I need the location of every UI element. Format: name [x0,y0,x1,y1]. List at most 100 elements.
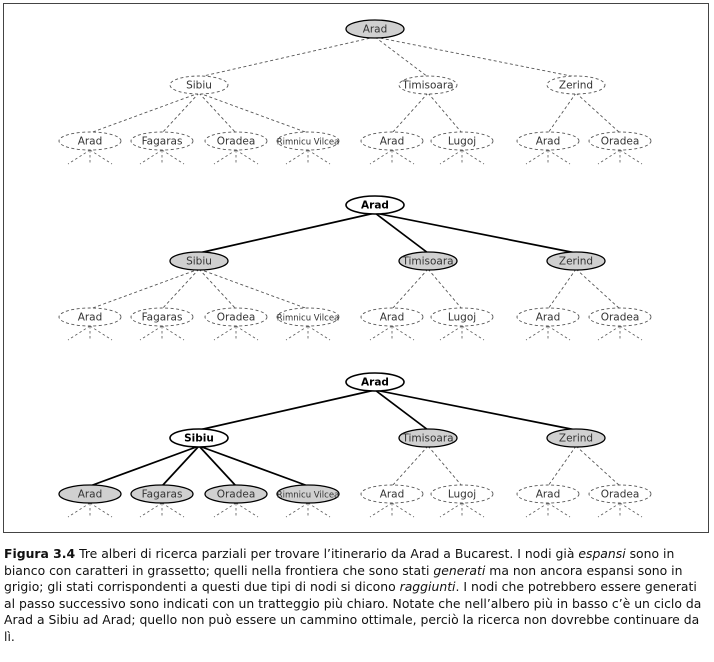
tree1-stub-sibiu-fagaras-0 [139,149,163,165]
tree2-sibiu-child-oradea-label: Oradea [217,312,256,324]
tree1-root-arad-node [345,19,405,39]
tree2-stub-zerind-arad-0 [525,325,549,341]
tree2-stub-timisoara-lugoj-0 [439,325,463,341]
tree2-sibiu-child-arad-node [58,307,122,327]
tree3-stub-sibiu-oradea-2 [235,502,259,518]
tree2-edge-zerind-oradea [575,268,621,310]
tree2-stub-sibiu-rimnicu-vilcea-0 [285,325,309,341]
tree1-zerind-child-oradea-label: Oradea [601,136,640,148]
tree1-sibiu-child-rimnicu-vilcea-node [276,131,340,151]
tree2-sibiu-child-fagaras-label: Fagaras [142,312,183,324]
tree3-sibiu-child-arad-label: Arad [78,489,103,501]
tree3-stub-sibiu-rimnicu-vilcea-2 [307,502,331,518]
caption-italic-term: generati [433,562,486,578]
tree2-zerind-child-arad-label: Arad [536,312,561,324]
tree1-sibiu-child-fagaras-node [130,131,194,151]
tree2-sibiu-child-rimnicu-vilcea-node [276,307,340,327]
tree1-edge-sibiu-arad [89,92,200,134]
tree1-timisoara-child-arad-node [360,131,424,151]
tree1-stub-timisoara-lugoj-2 [461,149,485,165]
tree2-stub-zerind-oradea-2 [619,325,643,341]
tree2-timisoara-child-lugoj-label: Lugoj [448,312,476,324]
tree2-timisoara-node [398,251,458,271]
figure-caption: Figura 3.4 Tre alberi di ricerca parzial… [4,546,708,646]
tree3-sibiu-child-fagaras-node [130,484,194,504]
tree2-edge-sibiu-fagaras [161,268,200,310]
tree2-zerind-child-oradea-node [588,307,652,327]
tree3-sibiu-label: Sibiu [184,433,214,445]
tree2-edge-timisoara-arad [391,268,429,310]
tree1-stub-timisoara-lugoj-0 [439,149,463,165]
tree2-sibiu-label: Sibiu [186,256,212,268]
tree2-stub-zerind-arad-2 [547,325,571,341]
tree2-zerind-node [546,251,606,271]
tree1-timisoara-child-arad-label: Arad [380,136,405,148]
tree1-stub-zerind-arad-0 [525,149,549,165]
tree3-zerind-child-oradea-node [588,484,652,504]
tree3-sibiu-child-oradea-label: Oradea [217,489,256,501]
tree2-edge-sibiu-arad [89,268,200,310]
tree3-edge-root-timisoara [374,389,429,431]
tree1-stub-sibiu-rimnicu-vilcea-2 [307,149,331,165]
tree1-stub-sibiu-oradea-0 [213,149,237,165]
tree1-edge-zerind-oradea [575,92,621,134]
caption-segment: Tre alberi di ricerca parziali per trova… [75,546,579,561]
tree1-edge-zerind-arad [547,92,577,134]
tree2-stub-sibiu-fagaras-0 [139,325,163,341]
tree3-edge-timisoara-arad [391,445,429,487]
tree2-sibiu-child-arad-label: Arad [78,312,103,324]
tree2-edge-root-zerind [374,212,577,254]
tree2-timisoara-label: Timisoara [401,256,453,268]
tree1-edge-sibiu-rimnicu-vilcea [198,92,309,134]
tree3-edge-zerind-arad [547,445,577,487]
tree3-zerind-child-oradea-label: Oradea [601,489,640,501]
tree1-timisoara-child-lugoj-label: Lugoj [448,136,476,148]
tree1-sibiu-child-oradea-node [204,131,268,151]
tree3-stub-sibiu-rimnicu-vilcea-0 [285,502,309,518]
tree1-stub-sibiu-arad-0 [67,149,91,165]
tree2-edge-root-timisoara [374,212,429,254]
tree3-timisoara-child-arad-node [360,484,424,504]
tree1-timisoara-label: Timisoara [401,80,453,92]
tree3-edge-sibiu-rimnicu-vilcea [198,445,309,487]
tree3-zerind-child-arad-node [516,484,580,504]
tree3-stub-zerind-oradea-2 [619,502,643,518]
tree1-edge-root-zerind [374,36,577,78]
tree3-stub-sibiu-arad-2 [89,502,113,518]
tree1-stub-zerind-oradea-2 [619,149,643,165]
tree2-stub-timisoara-lugoj-2 [461,325,485,341]
tree1-sibiu-label: Sibiu [186,80,212,92]
tree1-root-arad-label: Arad [363,24,388,36]
tree2-timisoara-child-lugoj-node [430,307,494,327]
tree1-stub-sibiu-oradea-2 [235,149,259,165]
caption-segment: . I nodi che potrebbero essere generati … [4,579,702,644]
tree3-sibiu-child-oradea-node [204,484,268,504]
tree3-root-arad-node [345,372,405,392]
tree3-sibiu-node [169,428,229,448]
tree3-stub-zerind-arad-0 [525,502,549,518]
figure-frame [3,3,709,533]
tree3-stub-sibiu-fagaras-0 [139,502,163,518]
tree2-zerind-child-oradea-label: Oradea [601,312,640,324]
tree1-sibiu-node [169,75,229,95]
tree2-edge-sibiu-oradea [198,268,237,310]
tree3-timisoara-child-arad-label: Arad [380,489,405,501]
tree1-sibiu-child-arad-label: Arad [78,136,103,148]
tree1-stub-sibiu-fagaras-2 [161,149,185,165]
tree2-stub-sibiu-rimnicu-vilcea-2 [307,325,331,341]
tree2-stub-timisoara-arad-0 [369,325,393,341]
tree1-edge-timisoara-arad [391,92,429,134]
tree3-stub-timisoara-lugoj-0 [439,502,463,518]
tree2-stub-sibiu-oradea-0 [213,325,237,341]
tree3-stub-sibiu-arad-0 [67,502,91,518]
tree2-zerind-child-arad-node [516,307,580,327]
tree3-edge-sibiu-arad [89,445,200,487]
tree2-zerind-label: Zerind [559,256,593,268]
tree3-sibiu-child-rimnicu-vilcea-node [276,484,340,504]
tree3-timisoara-node [398,428,458,448]
tree3-zerind-node [546,428,606,448]
tree2-stub-sibiu-fagaras-2 [161,325,185,341]
tree2-root-arad-node [345,195,405,215]
tree1-stub-zerind-arad-2 [547,149,571,165]
